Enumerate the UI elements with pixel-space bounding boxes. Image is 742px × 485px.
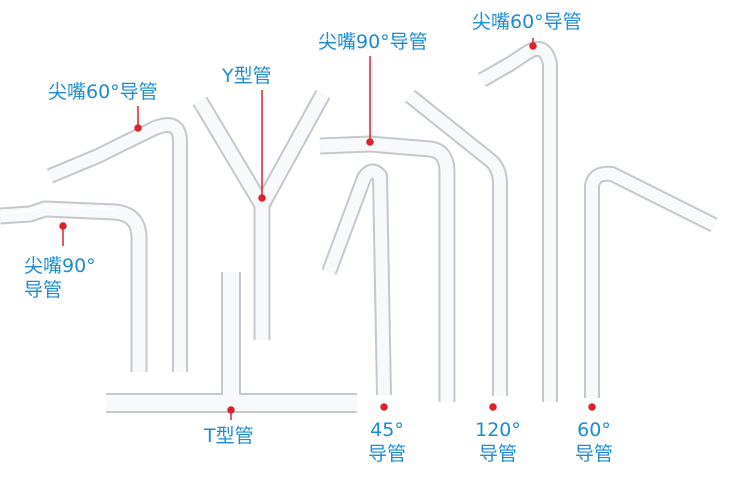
45-degree-tube	[321, 163, 392, 396]
label-line-2: 导管	[24, 279, 63, 301]
label-line-2: 导管	[478, 443, 517, 465]
t-shaped-tube	[106, 272, 357, 413]
label-tip-90-tube-left: 尖嘴90° 导管	[24, 254, 96, 302]
label-60-degree-tube: 60° 导管	[568, 418, 620, 466]
tip-60-degree-tube-left	[46, 117, 188, 372]
label-line-2: 导管	[367, 443, 406, 465]
label-45-degree-tube: 45° 导管	[362, 418, 412, 466]
label-y-tube: Y型管	[222, 65, 272, 87]
tip-60-degree-tube-top	[478, 40, 558, 402]
label-line-1: 尖嘴90°	[24, 255, 96, 277]
y-shaped-tube	[192, 89, 331, 340]
label-tip-90-tube-top: 尖嘴90°导管	[318, 31, 428, 53]
60-degree-tube	[584, 165, 718, 398]
pointer-markers	[59, 38, 596, 420]
120-degree-tube	[405, 89, 508, 396]
label-tip-60-tube-left: 尖嘴60°导管	[48, 81, 158, 103]
label-t-tube: T型管	[204, 425, 254, 447]
label-tip-60-tube-top: 尖嘴60°导管	[472, 11, 582, 33]
tip-90-degree-tube-top	[319, 135, 456, 402]
label-line-1: 120°	[475, 419, 521, 441]
tip-90-degree-tube	[0, 200, 148, 372]
label-120-degree-tube: 120° 导管	[468, 418, 528, 466]
label-line-2: 导管	[574, 443, 613, 465]
label-line-1: 45°	[370, 419, 404, 441]
label-line-1: 60°	[577, 419, 611, 441]
